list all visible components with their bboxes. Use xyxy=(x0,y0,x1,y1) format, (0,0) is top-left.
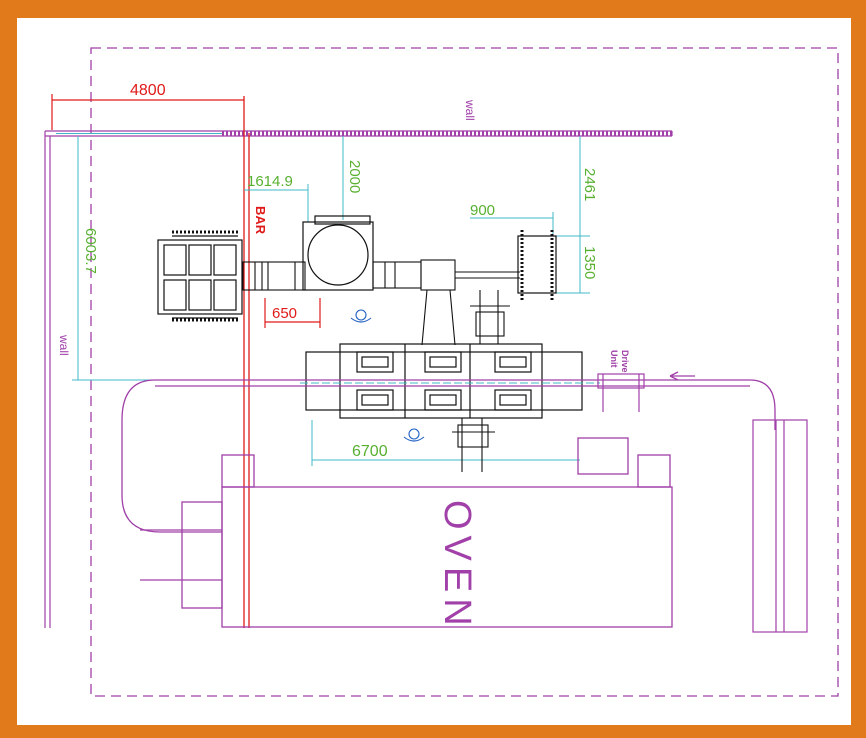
robot-lower xyxy=(452,418,495,472)
robot-upper xyxy=(470,290,510,344)
dim-2461-label: 2461 xyxy=(581,168,598,201)
frame-left xyxy=(0,0,17,738)
conveyor-arrow xyxy=(669,371,695,381)
wall-left-label: wall xyxy=(57,334,71,356)
oven xyxy=(140,437,673,628)
oven-label: OVEN xyxy=(436,500,478,632)
drive-unit-label-2: Unit xyxy=(609,350,619,368)
spray-booth xyxy=(305,343,583,419)
bar-label: BAR xyxy=(253,206,268,235)
dim-4800-label: 4800 xyxy=(130,82,166,99)
fan-unit xyxy=(302,215,374,291)
dim-1614-label: 1614.9 xyxy=(247,173,293,190)
dim-2000-label: 2000 xyxy=(346,160,363,193)
frame-right xyxy=(851,0,866,738)
operator-symbol-1 xyxy=(350,309,372,323)
dim-650-label: 650 xyxy=(272,305,297,322)
drive-unit xyxy=(597,373,645,412)
dim-6003-label: 6003.7 xyxy=(82,228,99,274)
frame-top xyxy=(0,0,866,18)
duct-left xyxy=(242,261,306,291)
frame-bottom xyxy=(0,725,866,738)
wall-top-label: wall xyxy=(463,99,477,121)
dim-6700-label: 6700 xyxy=(352,443,388,460)
dim-900-label: 900 xyxy=(470,202,495,219)
drive-unit-label-1: Drive xyxy=(620,350,630,373)
filter-unit xyxy=(157,230,243,322)
dim-1350-label: 1350 xyxy=(581,246,598,279)
operator-symbol-2 xyxy=(403,428,425,442)
boundary-dashed xyxy=(90,47,839,697)
exhaust-box xyxy=(517,230,557,300)
duct-right xyxy=(372,259,520,346)
right-buffer xyxy=(752,419,808,633)
